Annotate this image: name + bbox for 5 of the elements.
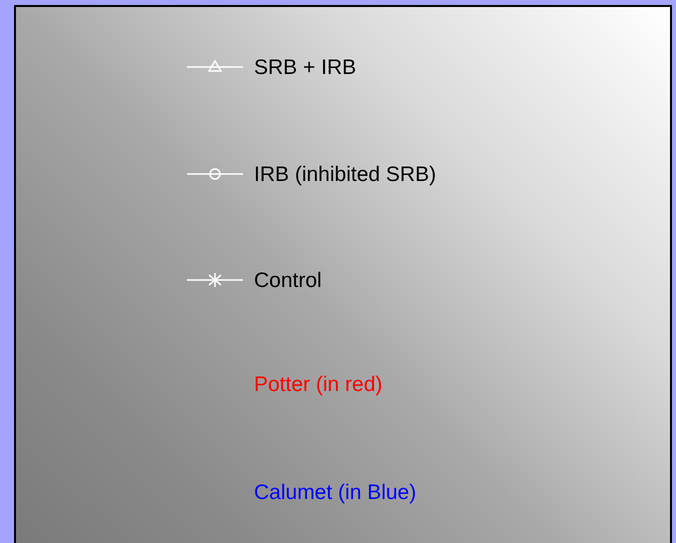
legend-label: SRB + IRB (254, 56, 356, 80)
legend-label: Potter (in red) (254, 373, 382, 397)
legend-label: Calumet (in Blue) (254, 481, 416, 505)
legend-label: Control (254, 269, 322, 293)
legend-label: IRB (inhibited SRB) (254, 163, 436, 187)
